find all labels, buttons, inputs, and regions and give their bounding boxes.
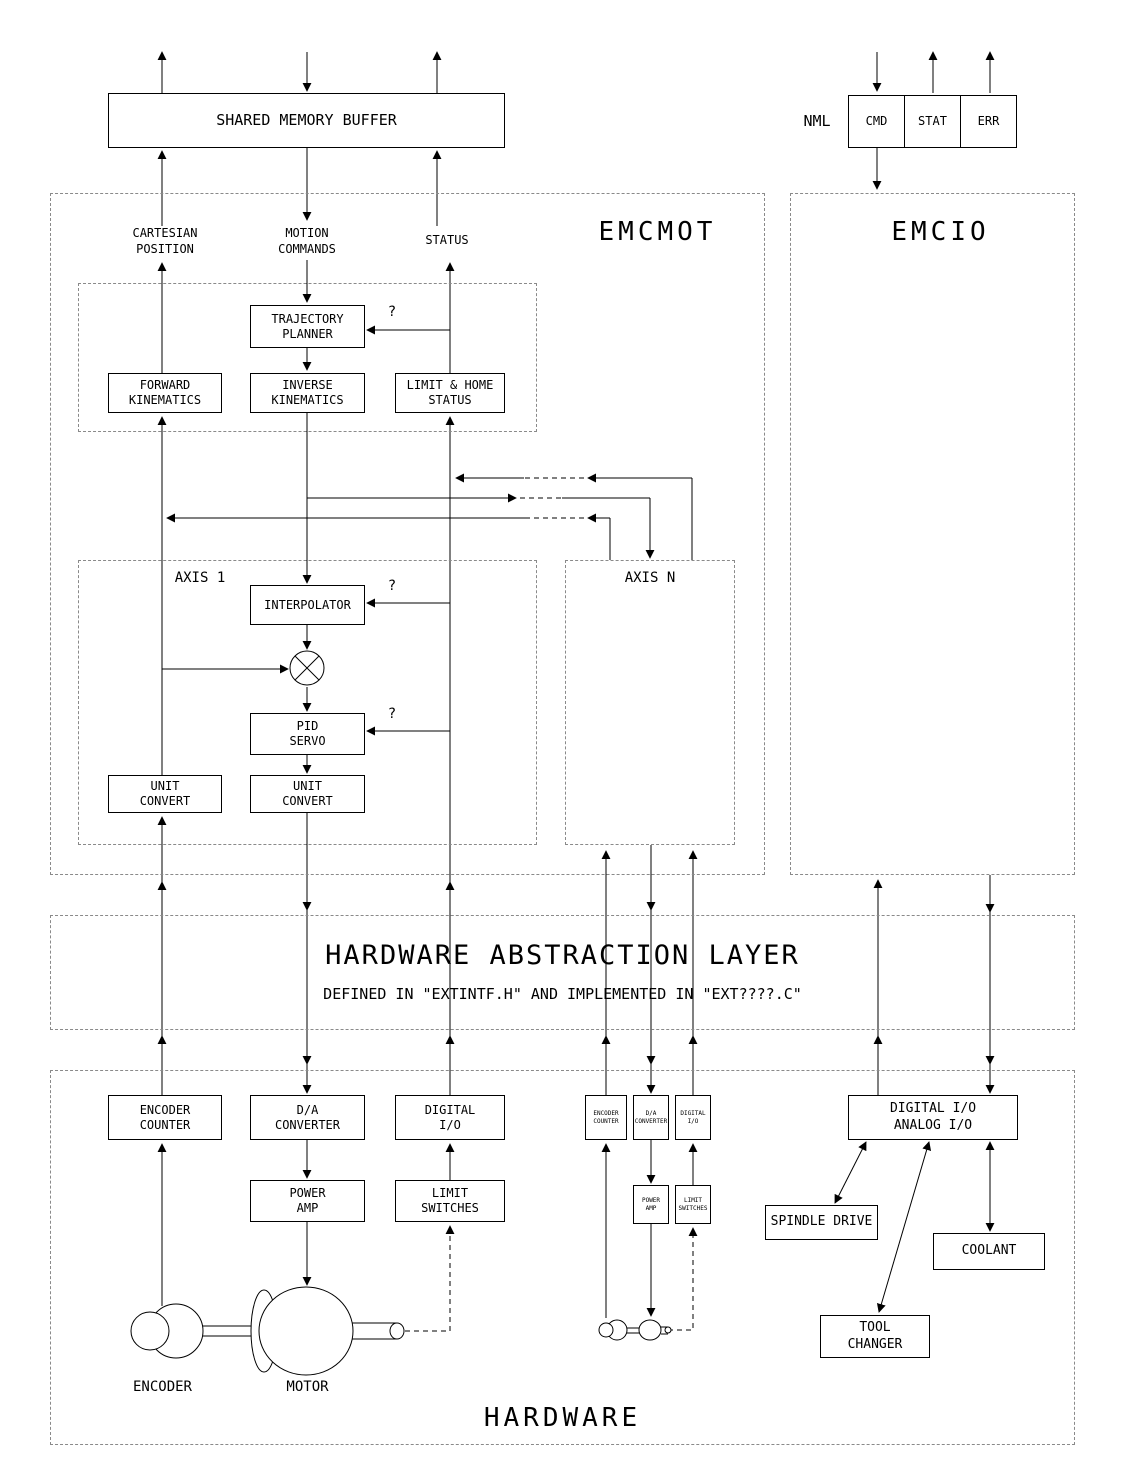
forward-kinematics-box: FORWARD KINEMATICS bbox=[108, 373, 222, 413]
motor-label: MOTOR bbox=[286, 1378, 329, 1395]
axisn-digital-io-box: DIGITAL I/O bbox=[675, 1095, 711, 1140]
power-amp-box: POWER AMP bbox=[250, 1180, 365, 1222]
axisn-encoder-counter-box: ENCODER COUNTER bbox=[585, 1095, 627, 1140]
coolant-box: COOLANT bbox=[933, 1233, 1045, 1270]
axis1-hw-lines bbox=[157, 1143, 455, 1332]
axisn-region bbox=[565, 560, 735, 845]
shared-memory-buffer-box: SHARED MEMORY BUFFER bbox=[108, 93, 505, 148]
motion-commands-label: MOTION COMMANDS bbox=[278, 226, 336, 256]
summing-junction bbox=[289, 650, 325, 686]
hal-title: HARDWARE ABSTRACTION LAYER bbox=[325, 940, 800, 972]
question-mark-pid: ? bbox=[387, 705, 397, 722]
hardware-region bbox=[50, 1070, 1075, 1445]
question-mark-trajectory: ? bbox=[387, 303, 397, 320]
emcmot-title: EMCMOT bbox=[598, 217, 717, 248]
status-feedback-line bbox=[366, 416, 455, 1095]
nml-err-box: ERR bbox=[960, 95, 1017, 148]
hal-subtitle: DEFINED IN "EXTINTF.H" AND IMPLEMENTED I… bbox=[323, 985, 802, 1004]
axisn-motor-drawing bbox=[598, 1319, 672, 1341]
digital-io-box: DIGITAL I/O bbox=[395, 1095, 505, 1140]
emcio-region bbox=[790, 193, 1075, 875]
nml-arrows bbox=[872, 51, 995, 190]
kinematics-arrows bbox=[157, 260, 455, 373]
da-converter-box: D/A CONVERTER bbox=[250, 1095, 365, 1140]
axisn-io-lines bbox=[601, 845, 698, 1331]
unit-convert-right-box: UNIT CONVERT bbox=[250, 775, 365, 813]
inverse-kinematics-box: INVERSE KINEMATICS bbox=[250, 373, 365, 413]
position-feedback-line bbox=[157, 416, 289, 1095]
axisn-limit-switches-box: LIMIT SWITCHES bbox=[675, 1185, 711, 1224]
emcio-title: EMCIO bbox=[891, 217, 990, 248]
status-label: STATUS bbox=[425, 233, 469, 248]
encoder-label: ENCODER bbox=[132, 1378, 192, 1395]
axisn-label: AXIS N bbox=[624, 569, 676, 586]
digital-analog-io-box: DIGITAL I/O ANALOG I/O bbox=[848, 1095, 1018, 1140]
trajectory-planner-box: TRAJECTORY PLANNER bbox=[250, 305, 365, 348]
nml-stat-box: STAT bbox=[904, 95, 961, 148]
buffer-top-arrows bbox=[157, 51, 442, 226]
interpolator-box: INTERPOLATOR bbox=[250, 585, 365, 625]
axis-bus-rows bbox=[166, 473, 693, 560]
limit-switches-box: LIMIT SWITCHES bbox=[395, 1180, 505, 1222]
unit-convert-left-box: UNIT CONVERT bbox=[108, 775, 222, 813]
nml-cmd-box: CMD bbox=[848, 95, 905, 148]
axisn-power-amp-box: POWER AMP bbox=[633, 1185, 669, 1224]
hardware-title: HARDWARE bbox=[483, 1403, 642, 1434]
spindle-drive-box: SPINDLE DRIVE bbox=[765, 1205, 878, 1240]
nml-label: NML bbox=[803, 112, 831, 131]
hal-region bbox=[50, 915, 1075, 1030]
question-mark-interpolator: ? bbox=[387, 577, 397, 594]
kinematics-region bbox=[78, 283, 537, 432]
cartesian-position-label: CARTESIAN POSITION bbox=[132, 226, 198, 256]
tool-changer-box: TOOL CHANGER bbox=[820, 1315, 930, 1358]
axis1-label: AXIS 1 bbox=[174, 569, 226, 586]
emcio-lines bbox=[834, 875, 995, 1313]
encoder-motor-drawing bbox=[130, 1286, 405, 1376]
axis1-region bbox=[78, 560, 537, 845]
encoder-counter-box: ENCODER COUNTER bbox=[108, 1095, 222, 1140]
emcmot-region bbox=[50, 193, 765, 875]
pid-servo-box: PID SERVO bbox=[250, 713, 365, 755]
axisn-da-converter-box: D/A CONVERTER bbox=[633, 1095, 669, 1140]
limit-home-status-box: LIMIT & HOME STATUS bbox=[395, 373, 505, 413]
